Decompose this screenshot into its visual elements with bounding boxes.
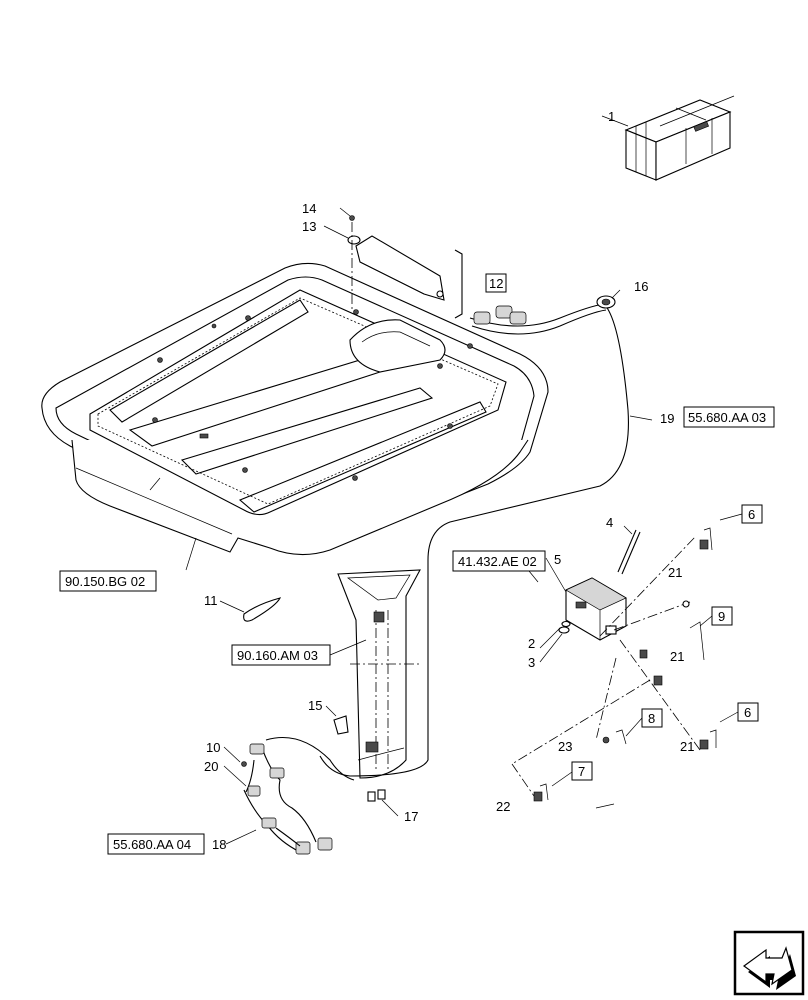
ref-link-55-680-aa-03[interactable]: 55.680.AA 03 — [683, 406, 775, 428]
ref-label-90-150-bg-02: 90.150.BG 02 — [65, 574, 145, 589]
bracket-assembly-illustration — [347, 215, 463, 319]
callout-13: 13 — [302, 219, 316, 234]
callout-21-upper: 21 — [668, 565, 682, 580]
callout-17: 17 — [404, 809, 418, 824]
roof-headliner-illustration — [41, 262, 549, 556]
leader-lines — [185, 207, 653, 845]
ref-link-41-432-ae-02[interactable]: 41.432.AE 02 — [452, 550, 546, 572]
callout-8: 8 — [648, 711, 655, 726]
harness-19-illustration — [319, 295, 629, 777]
callout-19: 19 — [660, 411, 674, 426]
callout-20: 20 — [204, 759, 218, 774]
callout-16: 16 — [634, 279, 648, 294]
ref-label-55-680-aa-04: 55.680.AA 04 — [113, 837, 191, 852]
callout-2: 2 — [528, 636, 535, 651]
crate-kit-illustration — [601, 95, 735, 181]
callout-9: 9 — [718, 609, 725, 624]
ref-label-41-432-ae-02: 41.432.AE 02 — [458, 554, 537, 569]
callout-15: 15 — [308, 698, 322, 713]
callout-labels: 1 14 13 16 19 4 5 21 11 2 3 21 15 23 21 … — [204, 109, 694, 852]
callout-6-upper: 6 — [748, 507, 755, 522]
callout-7: 7 — [578, 764, 585, 779]
callout-11: 11 — [204, 593, 218, 608]
callout-4: 4 — [606, 515, 613, 530]
post-console-illustration — [337, 569, 421, 779]
callout-6-lower: 6 — [744, 705, 751, 720]
ref-link-90-150-bg-02[interactable]: 90.150.BG 02 — [59, 570, 157, 592]
harness-18-illustration — [241, 715, 386, 855]
callout-5: 5 — [554, 552, 561, 567]
trim-piece-11-illustration — [243, 597, 282, 622]
callout-12: 12 — [489, 276, 503, 291]
callout-10: 10 — [206, 740, 220, 755]
ref-label-55-680-aa-03: 55.680.AA 03 — [688, 410, 766, 425]
ref-link-55-680-aa-04[interactable]: 55.680.AA 04 — [107, 833, 205, 855]
callout-18: 18 — [212, 837, 226, 852]
ref-label-90-160-am-03: 90.160.AM 03 — [237, 648, 318, 663]
callout-21-lower: 21 — [680, 739, 694, 754]
callout-21-middle: 21 — [670, 649, 684, 664]
control-module-assembly-illustration — [511, 527, 717, 802]
callout-1: 1 — [608, 109, 615, 124]
callout-23: 23 — [558, 739, 572, 754]
callout-3: 3 — [528, 655, 535, 670]
callout-14: 14 — [302, 201, 316, 216]
callout-22: 22 — [496, 799, 510, 814]
next-page-arrow-icon[interactable] — [733, 930, 805, 996]
ref-link-90-160-am-03[interactable]: 90.160.AM 03 — [231, 644, 331, 666]
boxed-callouts: 12 6 9 8 6 7 — [485, 273, 763, 787]
